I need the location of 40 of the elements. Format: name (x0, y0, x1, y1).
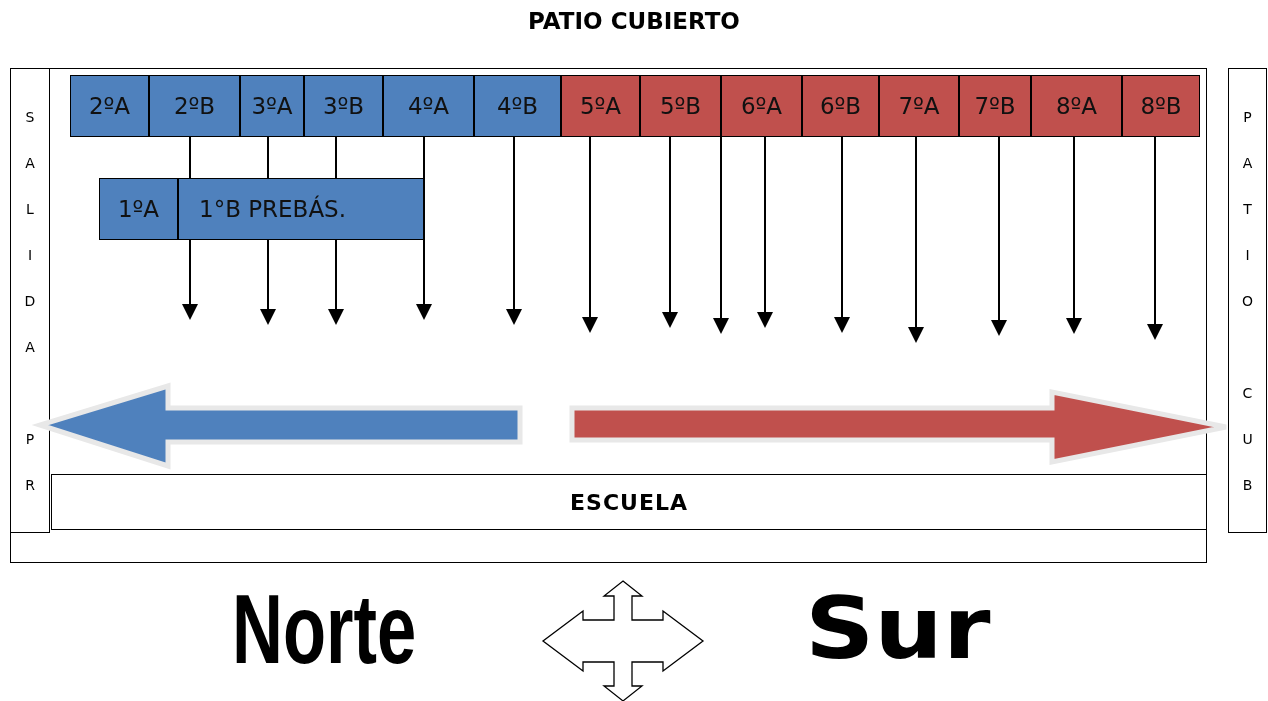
classroom-box: 5ºA (561, 75, 640, 137)
classroom-box: 3ºB (304, 75, 383, 137)
arrow (713, 136, 729, 334)
arrow (757, 136, 773, 328)
arrow (182, 136, 198, 320)
title: PATIO CUBIERTO (527, 8, 741, 34)
arrow (1066, 136, 1082, 334)
classroom-box: 4ºA (383, 75, 474, 137)
classroom-box: 7ºB (959, 75, 1031, 137)
arrow (662, 136, 678, 328)
classroom-box: 1°B PREBÁS. (178, 178, 424, 240)
arrow (582, 136, 598, 333)
side-strip (1228, 68, 1267, 533)
classroom-box: 6ºA (721, 75, 802, 137)
compass-label: Sur (805, 585, 991, 671)
vertical-label: SALIDA PR (22, 109, 38, 525)
compass-label: Norte (232, 580, 417, 678)
building-band: ESCUELA (51, 474, 1207, 530)
classroom-box: 2ºB (149, 75, 240, 137)
classroom-box: 3ºA (240, 75, 304, 137)
arrow (416, 136, 432, 320)
classroom-box: 5ºB (640, 75, 721, 137)
classroom-box: 8ºA (1031, 75, 1122, 137)
direction-arrow (569, 388, 1229, 466)
classroom-box: 7ºA (879, 75, 959, 137)
vertical-label: PATIO CUB (1239, 109, 1256, 525)
direction-arrow (31, 382, 523, 470)
arrow (991, 136, 1007, 336)
classroom-box: 1ºA (99, 178, 178, 240)
classroom-box: 4ºB (474, 75, 561, 137)
arrow (834, 136, 850, 333)
arrow (506, 136, 522, 325)
classroom-box: 6ºB (802, 75, 879, 137)
arrow (328, 136, 344, 325)
classroom-box: 8ºB (1122, 75, 1200, 137)
arrow (908, 136, 924, 343)
arrow (1147, 136, 1163, 340)
side-strip (10, 68, 50, 533)
classroom-box: 2ºA (70, 75, 149, 137)
arrow (260, 136, 276, 325)
